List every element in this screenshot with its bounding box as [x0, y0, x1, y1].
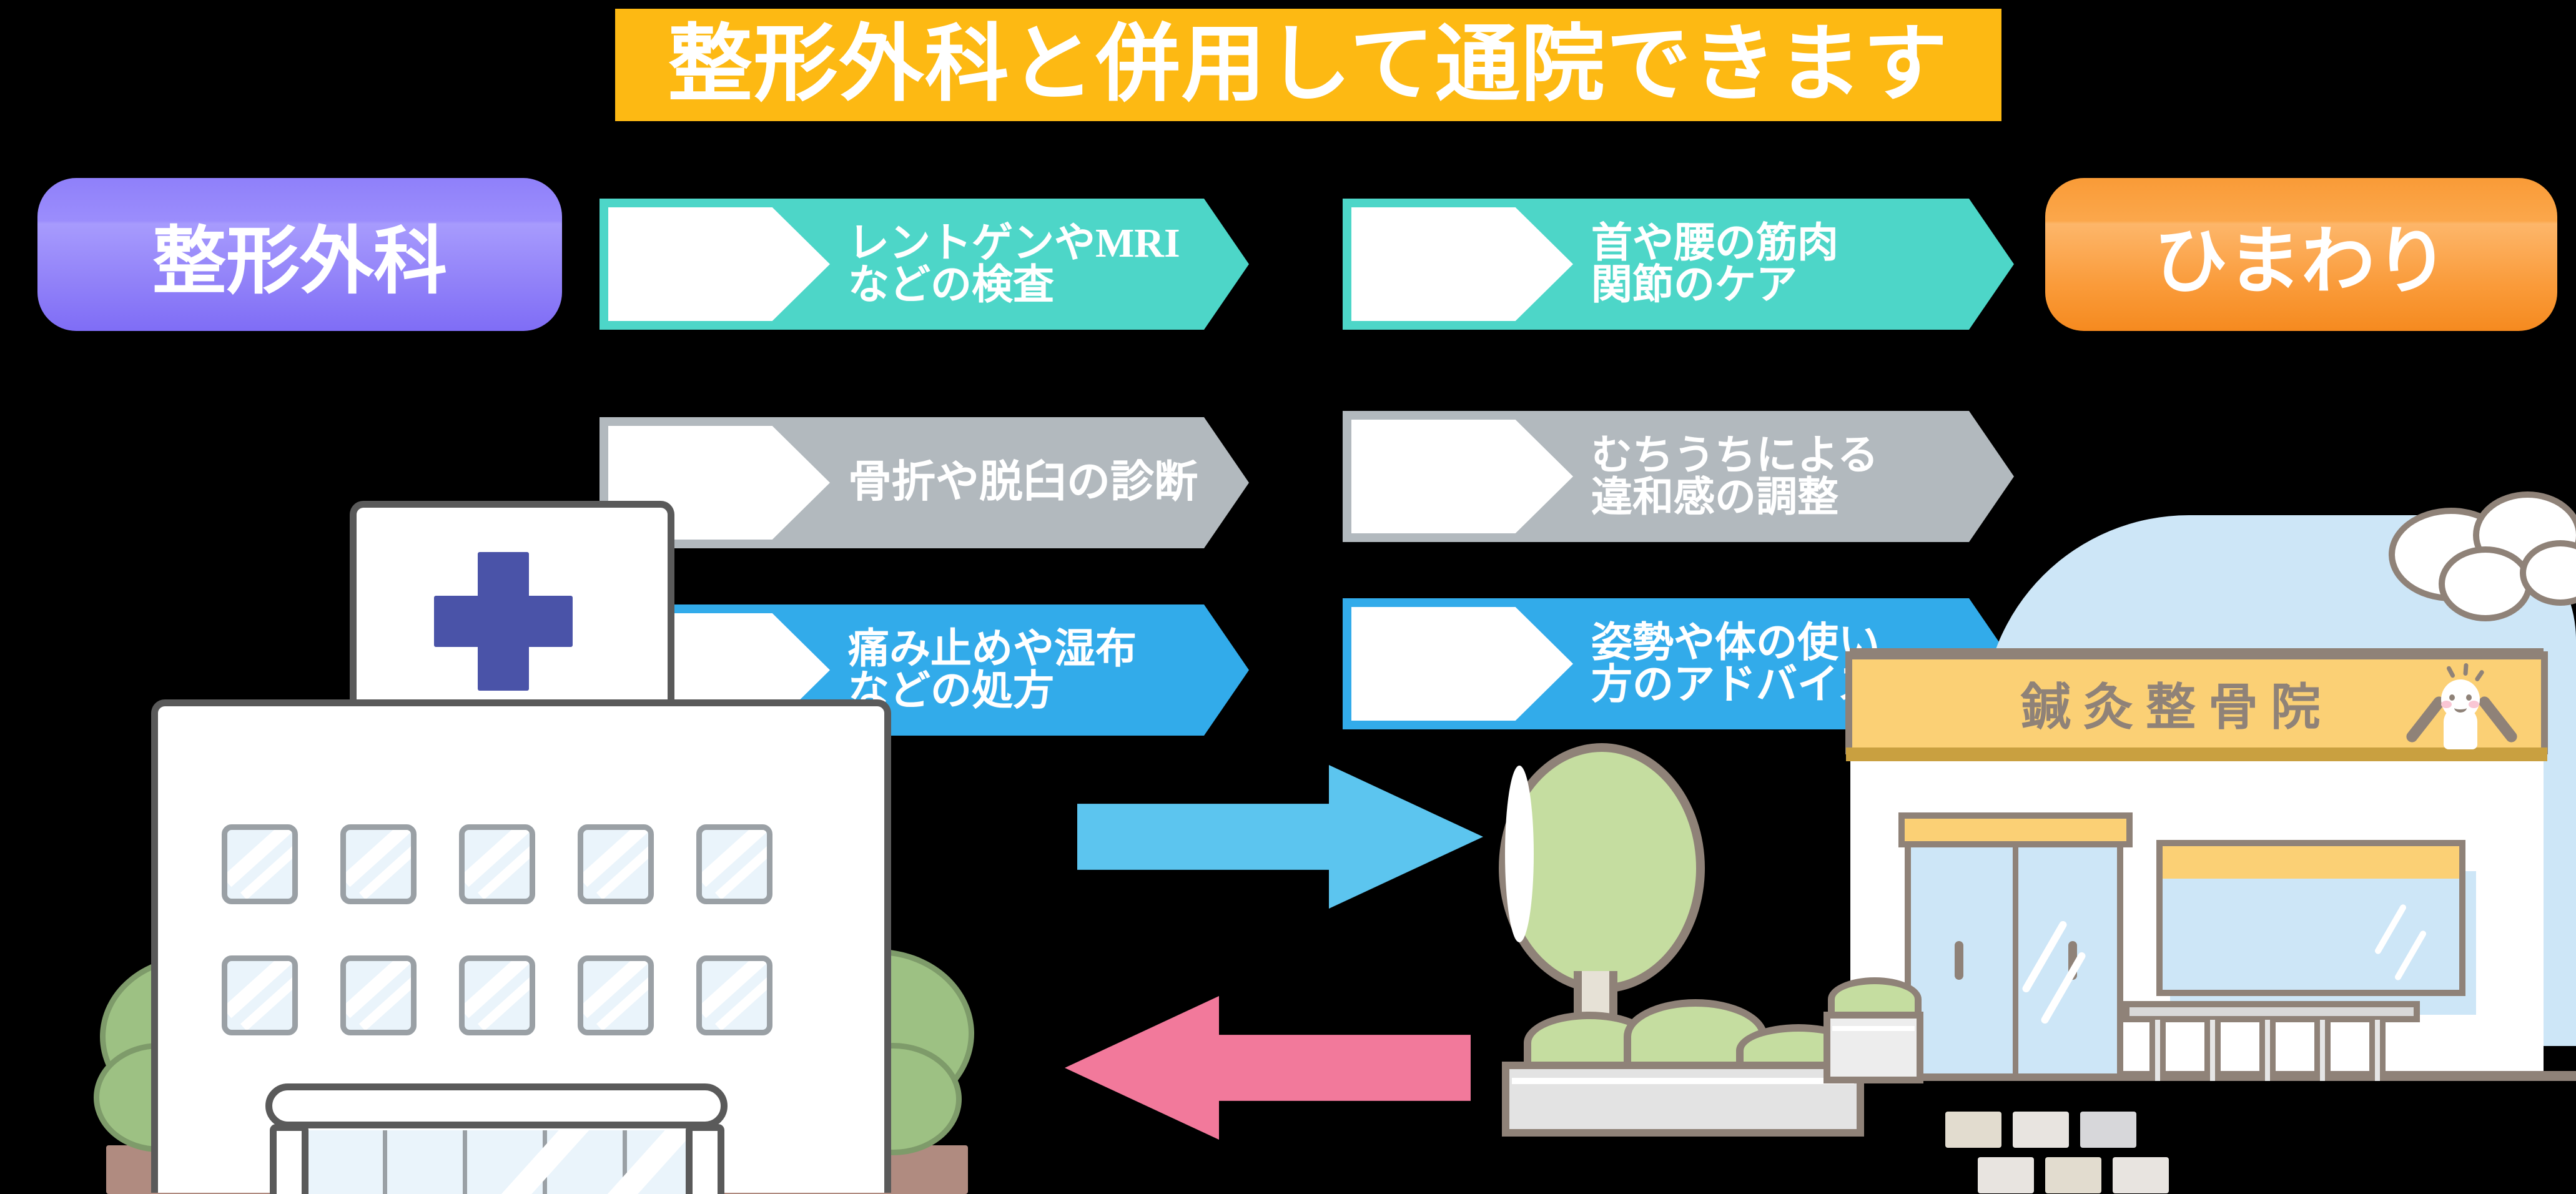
clinic-sign: 鍼灸整骨院	[1845, 648, 2548, 761]
hospital-window	[578, 955, 654, 1035]
cloud-icon	[2439, 546, 2532, 621]
pavement-brick	[1945, 1112, 2001, 1148]
bench-leg	[2259, 1020, 2276, 1081]
clinic-bench	[2123, 1001, 2420, 1081]
hospital-window	[340, 955, 417, 1035]
clinic-window-strip	[2163, 846, 2459, 879]
pavement-brick	[2013, 1112, 2069, 1148]
pavement-brick	[2080, 1112, 2136, 1148]
hospital-illustration	[94, 493, 974, 1194]
hospital-canopy	[265, 1083, 728, 1128]
clinic-sign-bottom-rail	[1846, 747, 2547, 761]
cloud-icon	[2520, 540, 2576, 606]
hospital-window	[696, 955, 772, 1035]
label-himawari: ひまわり	[2045, 178, 2557, 331]
bench-seat	[2123, 1001, 2420, 1022]
tree-icon	[1499, 743, 1705, 993]
clinic-sliding-door	[1905, 841, 2123, 1080]
clinic-sign-top-rail	[1850, 648, 2544, 659]
service-banner-whiplash-adjustment: むちうちによる 違和感の調整	[1343, 411, 2014, 542]
clinic-door-awning	[1898, 812, 2133, 847]
hospital-window	[696, 824, 772, 904]
service-banner-xray-mri: レントゲンやMRI などの検査	[600, 199, 1249, 330]
clinic-sign-text: 鍼灸整骨院	[2021, 679, 2333, 735]
bench-leg	[2149, 1020, 2166, 1081]
hospital-window	[459, 955, 535, 1035]
arrow-right-icon	[1077, 765, 1483, 909]
planter-box	[1502, 1062, 1864, 1137]
hospital-window	[222, 955, 298, 1035]
label-himawari-text: ひまわり	[2153, 221, 2449, 303]
label-orthopedics: 整形外科	[37, 178, 562, 331]
hospital-pillar	[270, 1124, 308, 1194]
banner-text: むちうちによる 違和感の調整	[1591, 432, 1879, 520]
clinic-planter-box	[1823, 1012, 1923, 1083]
hospital-window	[459, 824, 535, 904]
bench-leg	[2314, 1020, 2331, 1081]
hospital-window	[340, 824, 417, 904]
banner-text: 姿勢や体の使い 方のアドバイス	[1591, 619, 1880, 708]
service-banner-muscle-joint-care: 首や腰の筋肉 関節のケア	[1343, 199, 2014, 330]
pavement-brick	[2045, 1157, 2101, 1193]
hospital-pillar	[686, 1124, 724, 1194]
pavement-brick	[2113, 1157, 2169, 1193]
banner-text: 首や腰の筋肉 関節のケア	[1591, 220, 1838, 308]
banner-text: レントゲンやMRI などの検査	[848, 220, 1180, 308]
label-orthopedics-text: 整形外科	[152, 221, 447, 303]
bench-leg	[2369, 1020, 2386, 1081]
bench-leg	[2204, 1020, 2221, 1081]
service-banner-fracture-diagnosis: 骨折や脱臼の診断	[600, 417, 1249, 548]
mascot-icon	[2404, 663, 2520, 751]
page-title: 整形外科と併用して通院できます	[668, 18, 1949, 112]
pavement-brick	[1978, 1157, 2034, 1193]
banner-text: 痛み止めや湿布 などの処方	[848, 626, 1137, 714]
hospital-window	[578, 824, 654, 904]
page-title-banner: 整形外科と併用して通院できます	[615, 9, 2001, 121]
hospital-window	[222, 824, 298, 904]
clinic-front-window	[2156, 840, 2465, 996]
hospital-entrance-glass	[303, 1130, 693, 1194]
medical-cross-icon	[434, 596, 573, 647]
banner-text: 骨折や脱臼の診断	[848, 458, 1198, 507]
arrow-left-icon	[1065, 996, 1471, 1140]
clinic-illustration: 鍼灸整骨院	[1823, 491, 2576, 1194]
